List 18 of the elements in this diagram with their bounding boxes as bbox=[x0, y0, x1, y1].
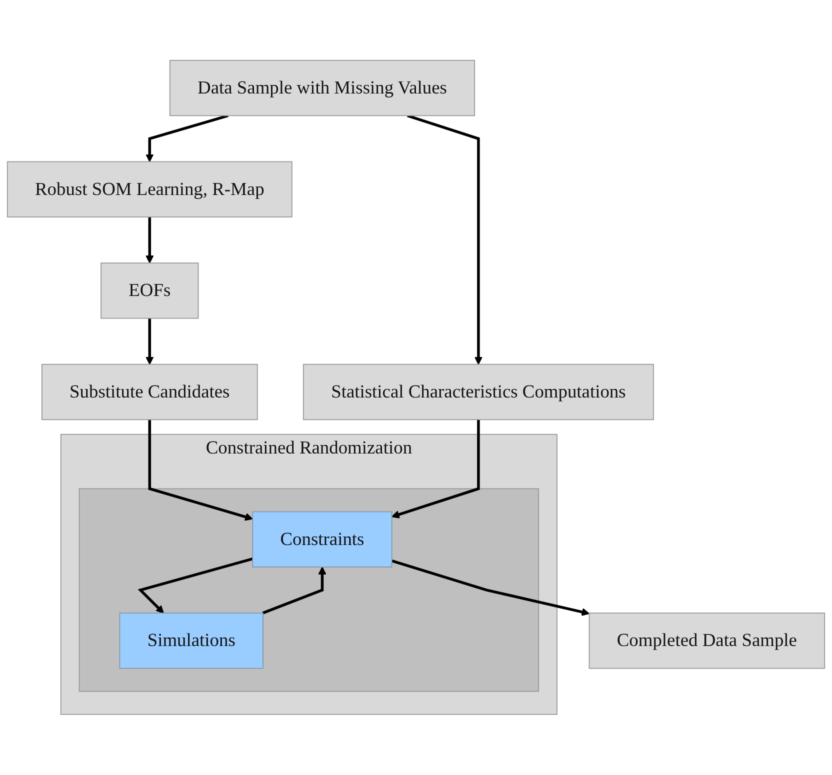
node-box: Robust SOM Learning, R-Map bbox=[6, 161, 292, 218]
node-box: EOFs bbox=[100, 262, 199, 319]
node-box: Constraints bbox=[252, 511, 392, 568]
arrow bbox=[262, 566, 326, 614]
arrow bbox=[391, 420, 480, 519]
node-box: Data Sample with Missing Values bbox=[169, 60, 476, 116]
node-box: Statistical Characteristics Computations bbox=[302, 364, 654, 420]
arrow bbox=[146, 217, 154, 264]
node-box: Completed Data Sample bbox=[588, 612, 826, 669]
arrow bbox=[391, 560, 590, 616]
cluster bbox=[78, 488, 540, 692]
node-box: Substitute Candidates bbox=[41, 364, 258, 420]
node-box: Simulations bbox=[119, 612, 264, 669]
arrow bbox=[146, 318, 154, 365]
arrow bbox=[148, 420, 253, 521]
arrow bbox=[407, 114, 482, 365]
arrow bbox=[146, 114, 228, 162]
arrow bbox=[138, 558, 253, 614]
